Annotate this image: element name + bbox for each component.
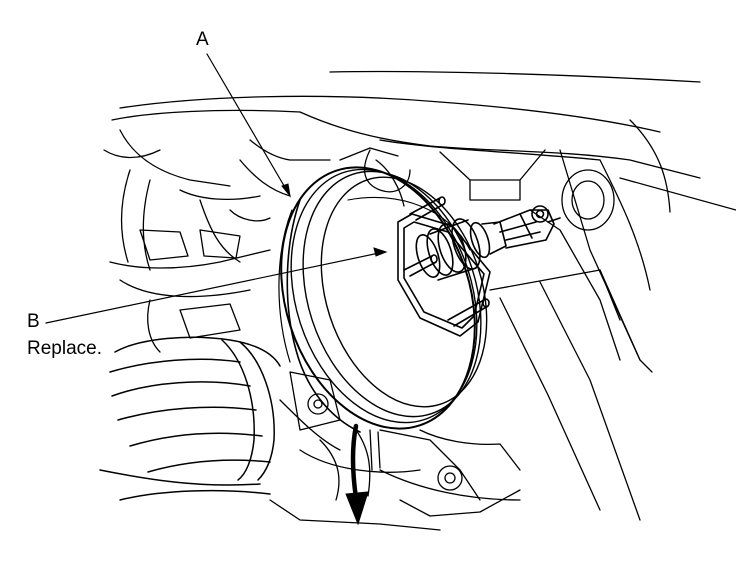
leader-a-arrowhead (281, 183, 291, 198)
lower-assembly (269, 371, 521, 531)
pushrod-clevis (493, 205, 561, 249)
leader-line-b (45, 251, 385, 324)
mounting-flange (397, 196, 491, 337)
label-b-note: Replace. (27, 338, 102, 359)
removal-direction-arrow (345, 423, 369, 526)
label-b: B (27, 311, 40, 332)
brake-booster (278, 166, 488, 433)
drive-shaft-boot (99, 336, 281, 501)
leader-b-arrowhead (373, 247, 388, 257)
engine-bay-background (103, 70, 736, 521)
leader-line-a (206, 53, 291, 197)
label-a: A (196, 29, 209, 50)
leader-lines (45, 53, 385, 324)
seal-part-b (415, 218, 507, 281)
